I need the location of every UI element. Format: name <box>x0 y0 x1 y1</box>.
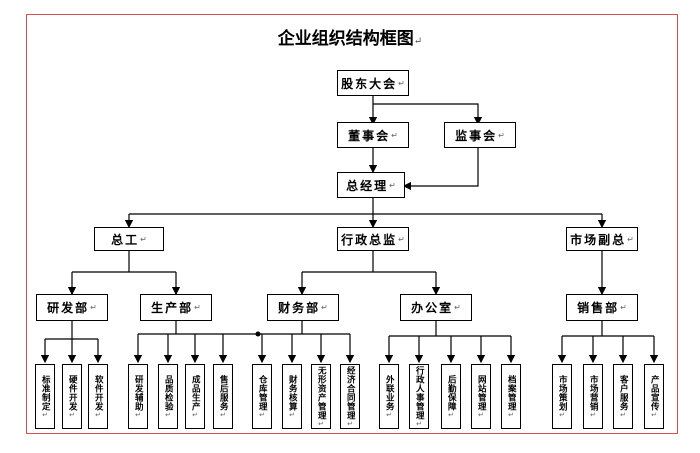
leaf-box: 硬件开发↵ <box>62 364 82 429</box>
leaf-box: 软件开发↵ <box>88 364 108 429</box>
leaf-box: 市场策划↵ <box>552 364 572 429</box>
link-finance-leaves <box>262 321 350 335</box>
box-chief-engineer: 总工↵ <box>94 227 164 251</box>
leaf-box: 品质检验↵ <box>158 364 178 429</box>
link-production-leaves <box>138 321 262 335</box>
diagram-frame <box>26 14 678 434</box>
junction-dot <box>255 331 261 337</box>
leaf-box: 仓库管理↵ <box>252 364 272 429</box>
leaf-box: 市场营销↵ <box>583 364 603 429</box>
diagram-title: 企业组织结构框图↵ <box>277 29 423 49</box>
link-sales-leaves <box>562 321 654 337</box>
box-rd-dept: 研发部↵ <box>36 294 108 321</box>
leaf-box: 标准制定↵ <box>35 364 55 429</box>
leaf-box: 网站管理↵ <box>471 364 491 429</box>
link-rd-leaves <box>45 321 98 340</box>
leaf-box: 经济合同管理↵ <box>340 364 360 429</box>
link-office-leaves <box>389 321 511 337</box>
leaf-box: 外联业务↵ <box>379 364 399 429</box>
box-production-dept: 生产部↵ <box>140 294 212 321</box>
box-board: 董事会↵ <box>337 122 409 148</box>
box-shareholders: 股东大会↵ <box>337 70 409 96</box>
box-sales-dept: 销售部↵ <box>566 294 638 321</box>
leaf-box: 后勤保障↵ <box>441 364 461 429</box>
leaf-box: 研发辅助↵ <box>128 364 148 429</box>
leaf-box: 售后服务↵ <box>213 364 233 429</box>
leaf-box: 行政人事管理↵ <box>409 364 429 429</box>
leaf-box: 无形资产管理↵ <box>311 364 331 429</box>
link-admin-director-depts <box>302 251 436 273</box>
box-market-vp: 市场副总↵ <box>566 227 638 251</box>
leaf-box: 成品生产↵ <box>185 364 205 429</box>
link-supervisors-gm <box>402 148 479 191</box>
box-admin-director: 行政总监↵ <box>337 227 409 251</box>
box-general-manager: 总经理↵ <box>337 172 405 198</box>
leaf-box: 财务核算↵ <box>282 364 302 429</box>
leaf-box: 客户服务↵ <box>613 364 633 429</box>
link-chief-engineer-depts <box>72 251 176 273</box>
leaf-box: 产品宣传↵ <box>644 364 664 429</box>
box-supervisors: 监事会↵ <box>444 122 516 148</box>
box-finance-dept: 财务部↵ <box>267 294 339 321</box>
link-shareholders-supervisors <box>373 103 483 126</box>
link-gm-level2 <box>129 198 602 215</box>
leaf-box: 档案管理↵ <box>501 364 521 429</box>
box-office: 办公室↵ <box>400 294 472 321</box>
